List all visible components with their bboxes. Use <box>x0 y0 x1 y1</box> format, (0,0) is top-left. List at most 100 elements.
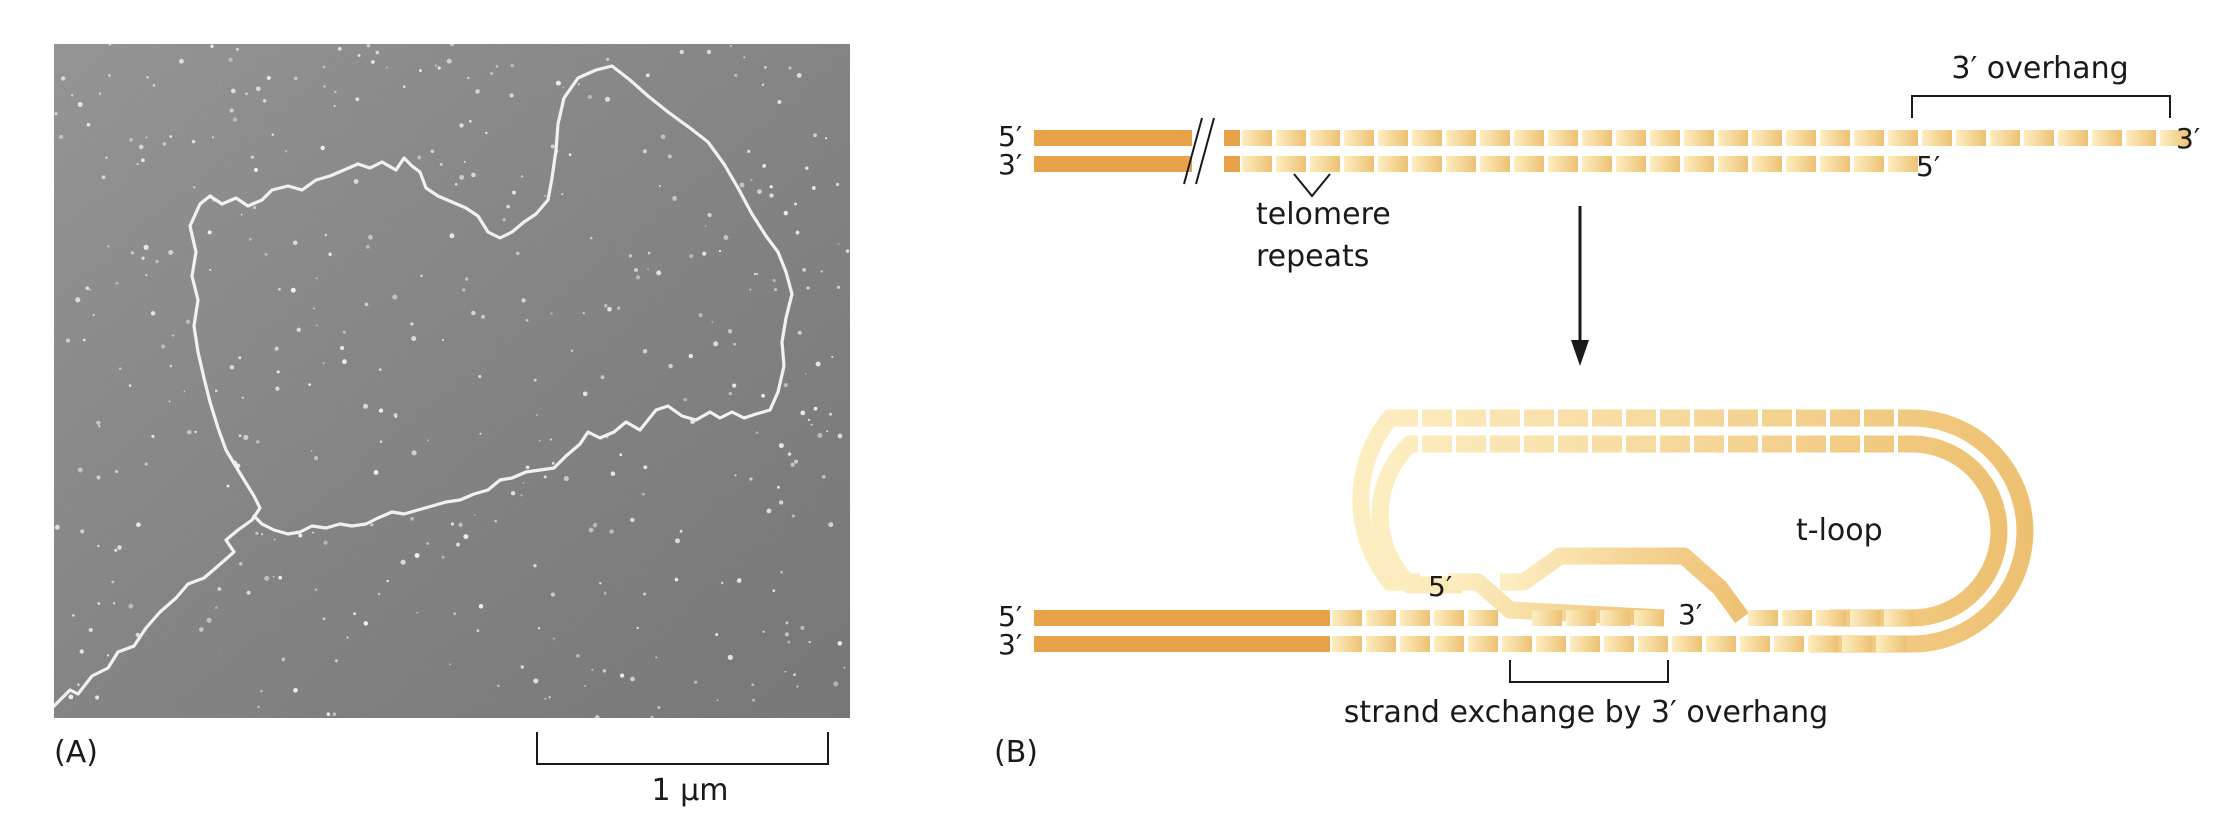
repeat-segment <box>1820 130 1850 146</box>
repeat-segment <box>1634 610 1664 626</box>
scale-bar <box>536 732 829 765</box>
micrograph-speck <box>716 699 719 702</box>
repeat-segment <box>1650 130 1680 146</box>
micrograph-speck <box>473 514 476 516</box>
micrograph-speck <box>400 559 406 565</box>
repeat-segment <box>1888 130 1918 146</box>
loop-outer-strand <box>1352 409 2034 653</box>
micrograph-speck <box>636 626 639 630</box>
micrograph-speck <box>510 63 515 68</box>
micrograph-speck <box>592 522 598 528</box>
micrograph-speck <box>71 614 75 617</box>
repeat-segment <box>1842 636 1872 652</box>
overhang-label: 3′ overhang <box>1951 51 2128 86</box>
micrograph-speck <box>698 313 703 318</box>
micrograph-speck <box>813 406 818 411</box>
micrograph-speck <box>525 465 530 470</box>
micrograph-speck <box>232 117 238 122</box>
micrograph-speck <box>411 450 417 456</box>
micrograph-speck <box>610 471 616 477</box>
micrograph-speck <box>217 586 222 591</box>
micrograph-speck <box>550 312 553 315</box>
micrograph-speck <box>155 259 159 264</box>
repeat-segment <box>1242 130 1272 146</box>
micrograph-speck <box>563 475 569 482</box>
repeat-segment <box>1468 636 1498 652</box>
micrograph-speck <box>77 683 80 686</box>
micrograph-speck <box>333 104 336 107</box>
inner-5-prime-label: 5′ <box>1428 570 1452 603</box>
micrograph-speck <box>752 698 755 702</box>
micrograph-speck <box>520 665 525 669</box>
repeat-segment <box>1582 130 1612 146</box>
micrograph-speck <box>642 492 645 496</box>
micrograph-speck <box>145 136 148 139</box>
linear-telomere: 5′ 3′ 3′ overhang 3′ 5′ telomere repeats <box>998 51 2200 274</box>
micrograph-speck <box>273 538 276 541</box>
repeat-segment <box>1412 130 1442 146</box>
repeat-segment <box>1752 130 1782 146</box>
micrograph-speck <box>240 213 243 216</box>
micrograph-speck <box>525 319 529 322</box>
micrograph-speck <box>146 76 149 79</box>
micrograph-speck <box>766 508 772 514</box>
micrograph-speck <box>378 368 382 371</box>
micrograph-speck <box>326 712 331 717</box>
micrograph-speck <box>805 166 809 170</box>
repeat-segment <box>2092 130 2122 146</box>
micrograph-speck <box>806 286 810 290</box>
micrograph-speck <box>108 74 111 77</box>
micrograph-speck <box>707 212 712 218</box>
micrograph-speck <box>813 133 817 138</box>
micrograph-speck <box>584 685 586 687</box>
duplex-bottom-strand-right <box>1224 156 1240 172</box>
micrograph-speck <box>599 582 602 585</box>
micrograph-speck <box>642 349 648 354</box>
micrograph-speck <box>97 602 101 605</box>
micrograph-speck <box>75 297 81 303</box>
micrograph-speck <box>510 491 516 496</box>
micrograph-speck <box>105 156 108 159</box>
micrograph-speck <box>720 581 724 585</box>
micrograph-speck <box>520 494 523 497</box>
micrograph-speck <box>594 715 600 718</box>
micrograph-speck <box>660 134 666 140</box>
repeat-segment <box>1684 156 1714 172</box>
repeat-segment <box>1854 156 1884 172</box>
micrograph-speck <box>410 516 414 521</box>
bottom-strand-5-prime-end: 5′ <box>1916 150 1940 183</box>
dna-t-loop-strand <box>54 64 794 708</box>
micrograph-speck <box>342 330 346 334</box>
micrograph-speck <box>278 575 283 580</box>
repeat-segment <box>1616 130 1646 146</box>
micrograph-speck <box>769 185 773 189</box>
micrograph-speck <box>825 137 828 140</box>
repeat-segment <box>1884 610 1914 626</box>
micrograph-speck <box>602 669 607 673</box>
micrograph-speck <box>467 76 470 80</box>
scale-bar-label: 1 μm <box>652 773 729 808</box>
micrograph-speck <box>320 145 325 151</box>
micrograph-speck <box>807 418 811 421</box>
micrograph-speck <box>734 73 738 77</box>
micrograph-image <box>54 44 850 718</box>
micrograph-speck <box>453 612 457 616</box>
micrograph-speck <box>235 47 240 51</box>
micrograph-speck <box>561 193 564 196</box>
micrograph-speck <box>107 245 110 248</box>
micrograph-speck <box>341 359 347 365</box>
micrograph-speck <box>688 353 693 359</box>
micrograph-speck <box>364 302 369 307</box>
micrograph-speck <box>77 467 83 473</box>
micrograph-speck <box>115 281 119 285</box>
loop-repeat-segments <box>1418 408 1898 566</box>
micrograph-speck <box>548 695 551 699</box>
micrograph-speck <box>739 182 745 188</box>
micrograph-speck <box>743 56 746 59</box>
micrograph-speck <box>509 93 514 98</box>
micrograph-speck <box>826 430 829 433</box>
micrograph-speck <box>555 80 561 86</box>
repeat-segment <box>1514 130 1544 146</box>
micrograph-speck <box>136 163 139 166</box>
micrograph-speck <box>727 329 733 334</box>
